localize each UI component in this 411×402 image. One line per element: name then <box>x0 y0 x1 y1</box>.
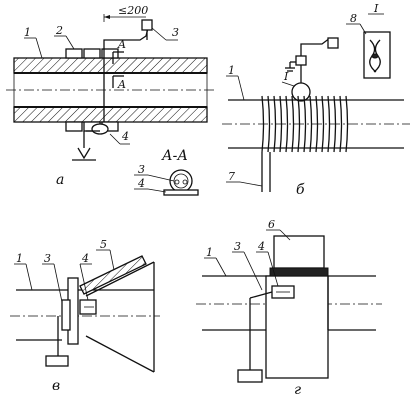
label-a-1: 1 <box>24 26 31 39</box>
label-v-5: 5 <box>100 238 107 251</box>
caption-v: в <box>52 378 60 394</box>
pipe-top-wall <box>13 57 208 74</box>
label-a-4b: 4 <box>137 177 145 190</box>
section-mark-top: A <box>117 38 126 51</box>
dimension-label: ≤200 <box>118 4 148 17</box>
magnet-bottom-left <box>65 121 83 132</box>
magnet-top-left <box>65 48 83 59</box>
device-6 <box>273 235 325 269</box>
label-v-3: 3 <box>44 252 51 265</box>
label-v-4: 4 <box>81 252 89 265</box>
detail-title: I <box>373 2 379 15</box>
device-6-base <box>269 267 329 277</box>
section-title: А-А <box>161 148 188 164</box>
label-a-2: 2 <box>55 24 63 37</box>
magnet-top-right <box>101 48 119 59</box>
connector-b <box>295 55 307 66</box>
panel-b: I I 8 7 1 б <box>222 2 410 198</box>
pipe-bottom-wall <box>13 106 208 123</box>
caption-a: а <box>56 172 64 188</box>
label-g-4: 4 <box>257 240 265 253</box>
label-g-1: 1 <box>206 246 213 259</box>
panel-g: 1 3 4 6 г <box>196 218 382 398</box>
connector-a <box>141 19 153 31</box>
label-g-3: 3 <box>234 240 241 253</box>
caption-g: г <box>294 382 301 398</box>
magnet-top-mid <box>83 48 101 59</box>
caption-b: б <box>296 182 305 198</box>
cone-v <box>85 261 155 297</box>
label-b-7: 7 <box>228 170 235 183</box>
plug-b <box>327 37 339 49</box>
section-base <box>163 189 199 196</box>
sensor-a <box>91 123 109 135</box>
section-mark-bottom: A <box>117 78 126 91</box>
hatched-bar-5 <box>79 255 147 295</box>
panel-a: ≤200 A A 1 2 3 4 А-А 3 4 а <box>6 4 214 196</box>
cable-a <box>103 27 149 122</box>
label-b-1: 1 <box>228 64 235 77</box>
detail-mark: I <box>283 70 289 83</box>
detail-circle <box>291 82 311 102</box>
collar-g <box>265 275 329 379</box>
label-v-1: 1 <box>16 252 23 265</box>
label-g-6: 6 <box>268 218 275 231</box>
weight-g <box>237 369 263 383</box>
label-b-8: 8 <box>350 12 357 25</box>
panel-v: 1 3 4 5 в <box>10 238 160 394</box>
magnet-v <box>61 299 71 331</box>
coil-windings <box>261 95 349 153</box>
label-a-3: 3 <box>172 26 179 39</box>
label-a-3b: 3 <box>138 163 145 176</box>
label-a-4: 4 <box>121 130 129 143</box>
weight-v <box>45 355 69 367</box>
